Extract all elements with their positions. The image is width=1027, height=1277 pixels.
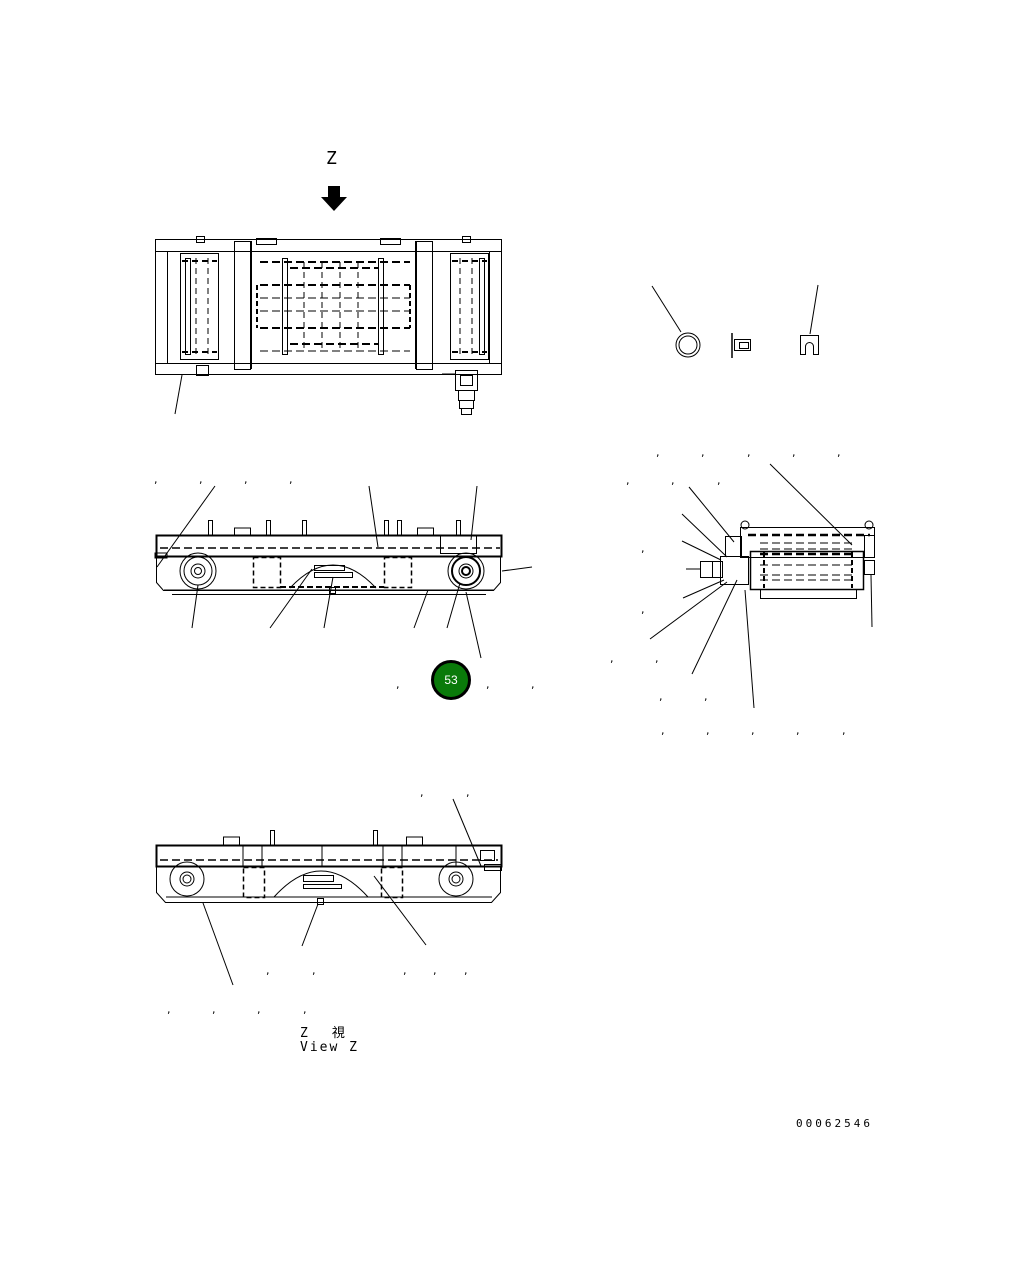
end-view [649,463,875,709]
view-caption-english: View Z [300,1040,359,1055]
callout-separator: , [747,446,751,459]
top-view [155,236,502,415]
callout-separator: , [655,652,659,665]
callout-separator: , [464,964,468,977]
callout-separator: , [706,724,710,737]
callout-separator: , [610,652,614,665]
callout-separator: , [704,690,708,703]
callout-separator: , [751,724,755,737]
callout-separator: , [656,446,660,459]
side-view [154,485,533,659]
document-number: 00062546 [796,1117,873,1130]
callout-separator: , [289,473,293,486]
callout-separator: , [154,473,158,486]
callout-separator: , [837,446,841,459]
callout-separator: , [641,603,645,616]
callout-badge-53[interactable]: 53 [431,660,471,700]
callout-separator: , [659,690,663,703]
callout-separator: , [312,964,316,977]
view-caption: Z 視 View Z [300,1027,359,1055]
callout-separator: , [671,474,675,487]
view-caption-kanji: 視 [331,1026,347,1041]
callout-separator: , [303,1003,307,1016]
callout-separator: , [842,724,846,737]
callout-separator: , [792,446,796,459]
callout-separator: , [466,786,470,799]
callout-separator: , [257,1003,261,1016]
down-arrow-icon [321,186,347,211]
callout-separator: , [266,964,270,977]
callout-separator: , [717,474,721,487]
callout-separator: , [796,724,800,737]
callout-separator: , [403,964,407,977]
callout-separator: , [396,678,400,691]
view-caption-letter: Z [300,1026,310,1041]
view-z-drawing [155,798,503,986]
callout-separator: , [167,1003,171,1016]
callout-separator: , [626,474,630,487]
callout-separator: , [420,786,424,799]
callout-separator: , [531,678,535,691]
callout-separator: , [701,446,705,459]
callout-separator: , [244,473,248,486]
callout-separator: , [641,542,645,555]
callout-separator: , [486,678,490,691]
detail-parts [651,284,819,358]
callout-separator: , [433,964,437,977]
callout-separator: , [661,724,665,737]
callout-separator: , [199,473,203,486]
view-marker-letter: Z [326,148,337,169]
callout-separator: , [212,1003,216,1016]
